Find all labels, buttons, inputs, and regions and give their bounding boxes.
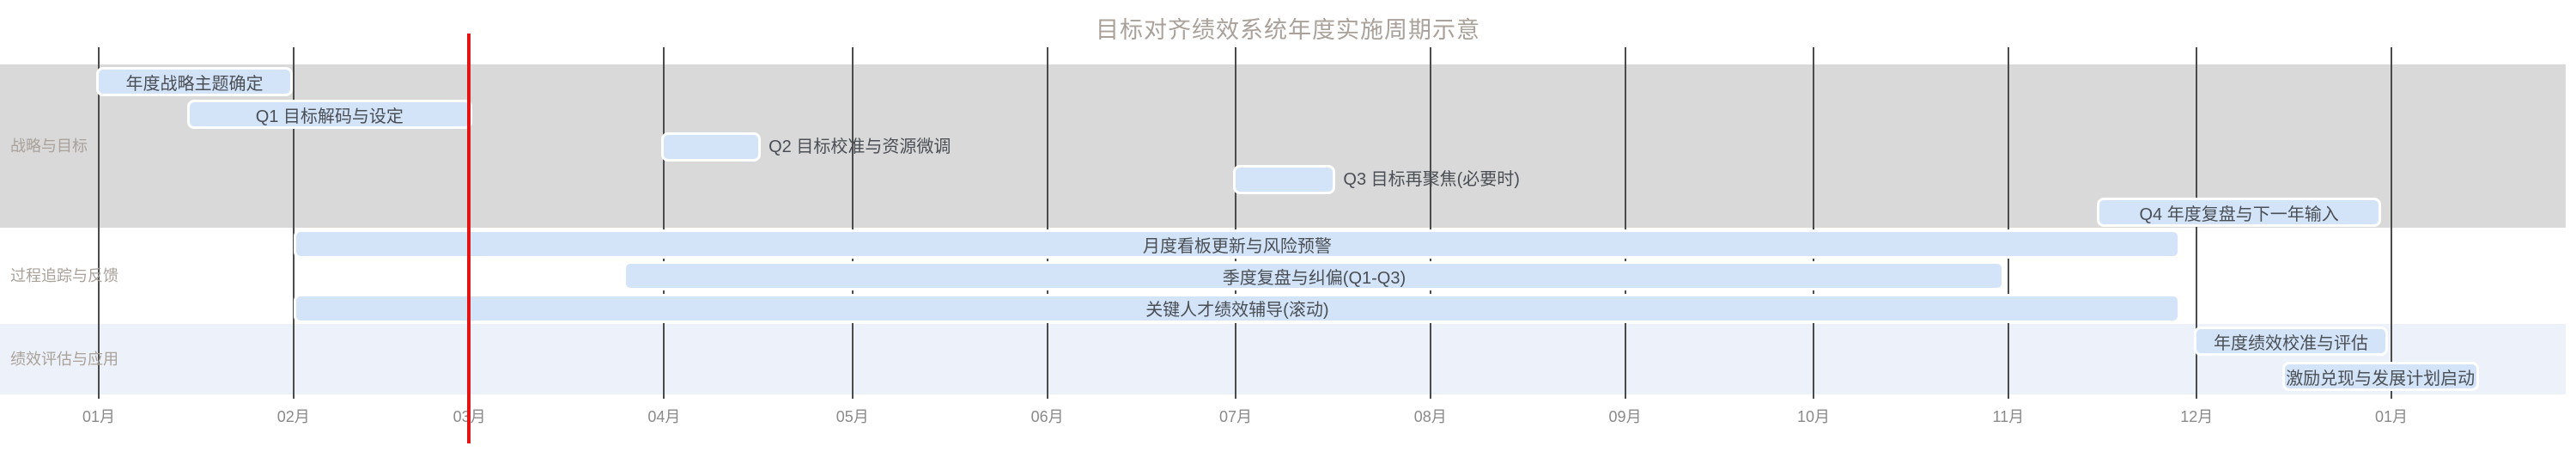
today-marker-line xyxy=(466,34,471,443)
month-gridline xyxy=(851,47,854,399)
month-tick-label: 04月 xyxy=(647,408,681,425)
task-bar xyxy=(1233,165,1336,194)
month-tick-label: 01月 xyxy=(82,408,116,425)
month-gridline xyxy=(1813,47,1815,399)
task-bar: 年度战略主题确定 xyxy=(96,67,294,96)
task-bar: Q4 年度复盘与下一年输入 xyxy=(2096,198,2382,227)
task-bar: 关键人才绩效辅导(滚动) xyxy=(294,293,2181,323)
month-gridline xyxy=(1624,47,1626,399)
row-band xyxy=(0,324,2566,394)
month-tick-label: 07月 xyxy=(1219,408,1253,425)
month-gridline xyxy=(1429,47,1431,399)
task-bar-label: Q3 目标再聚焦(必要时) xyxy=(1343,170,1520,189)
task-bar: 月度看板更新与风险预警 xyxy=(294,229,2181,259)
month-gridline xyxy=(292,47,295,399)
task-bar-label: Q2 目标校准与资源微调 xyxy=(769,137,951,156)
month-tick-label: 12月 xyxy=(2180,408,2214,425)
month-tick-label: 05月 xyxy=(835,408,869,425)
task-bar: 激励兑现与发展计划启动 xyxy=(2281,362,2479,391)
month-gridline xyxy=(663,47,665,399)
month-tick-label: 02月 xyxy=(276,408,310,425)
group-label: 过程追踪与反馈 xyxy=(10,267,118,284)
task-bar: Q1 目标解码与设定 xyxy=(187,100,472,129)
month-tick-label: 11月 xyxy=(1992,408,2025,425)
month-gridline xyxy=(1235,47,1237,399)
task-bar: 季度复盘与纠偏(Q1-Q3) xyxy=(623,261,2005,291)
month-tick-label: 10月 xyxy=(1797,408,1831,425)
month-gridline xyxy=(2007,47,2009,399)
chart-title: 目标对齐绩效系统年度实施周期示意 xyxy=(1096,17,1480,43)
group-label: 绩效评估与应用 xyxy=(10,351,118,368)
month-tick-label: 01月 xyxy=(2374,408,2409,425)
month-tick-label: 06月 xyxy=(1030,408,1064,425)
month-gridline xyxy=(2391,47,2392,399)
task-bar: 年度绩效校准与评估 xyxy=(2194,327,2388,356)
month-gridline xyxy=(98,47,100,399)
task-bar xyxy=(661,132,762,162)
group-label: 战略与目标 xyxy=(10,137,88,155)
month-tick-label: 08月 xyxy=(1413,408,1447,425)
month-tick-label: 09月 xyxy=(1608,408,1642,425)
month-gridline xyxy=(1046,47,1048,399)
